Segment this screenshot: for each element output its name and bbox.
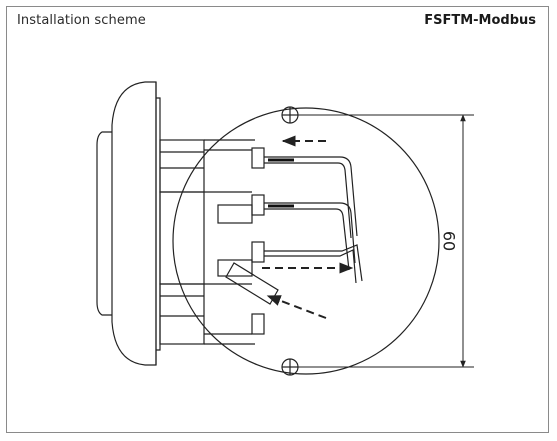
- arrow-push-diagonal: [266, 295, 327, 319]
- wire-ends: [268, 158, 294, 208]
- cable-gland: [225, 262, 279, 305]
- front-lens: [96, 131, 112, 316]
- terminal-blocks: [217, 147, 265, 335]
- model-name: FSFTM-Modbus: [424, 13, 536, 28]
- terminal-plate: [172, 107, 440, 375]
- screw-top: [281, 106, 299, 124]
- front-bezel: [111, 81, 157, 366]
- wires: [264, 156, 363, 284]
- screw-bottom: [281, 358, 299, 376]
- dimension-label: 60: [440, 231, 459, 251]
- housing-body: [159, 139, 255, 345]
- drawing-title: Installation scheme: [17, 13, 146, 28]
- dimension-60: [298, 114, 474, 368]
